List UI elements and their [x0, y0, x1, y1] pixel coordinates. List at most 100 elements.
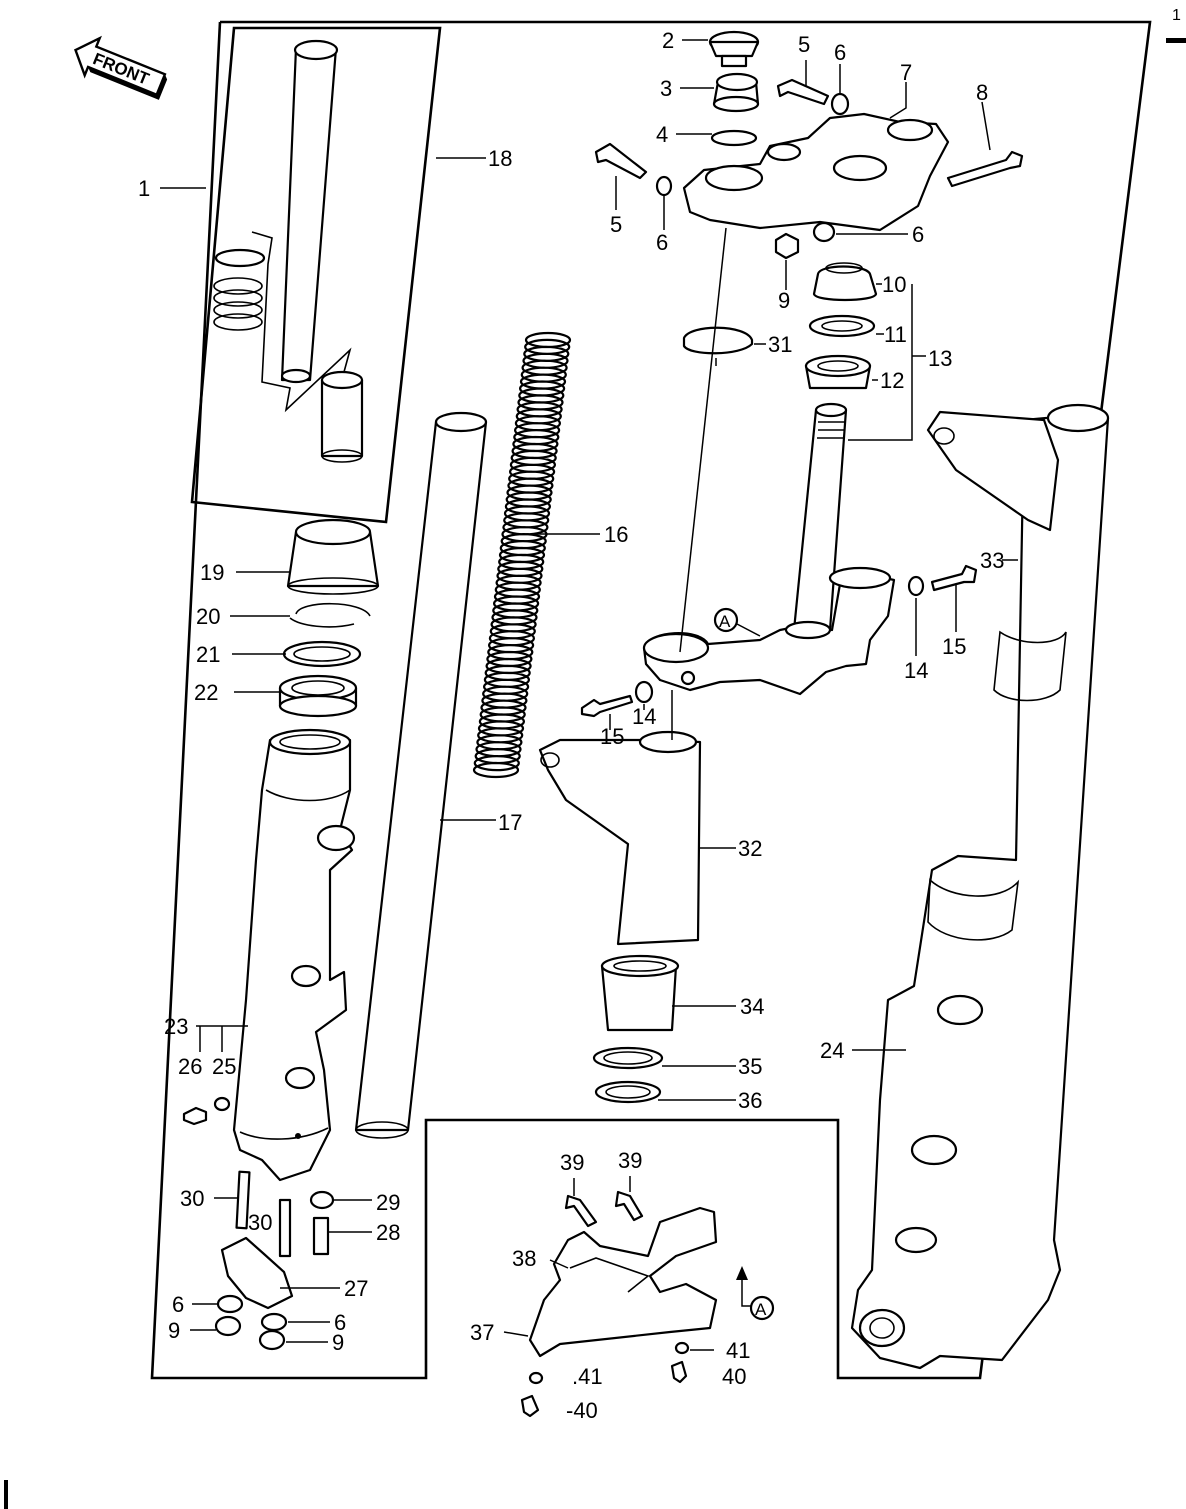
label-25: 25	[212, 1054, 236, 1079]
reference-marker-a-label: A	[755, 1300, 767, 1319]
flat-washer	[260, 1312, 288, 1332]
pinch-bolt	[776, 78, 830, 106]
top-cap	[708, 30, 760, 68]
label-41: .41	[572, 1364, 603, 1389]
oil-seal	[278, 674, 358, 718]
washer	[830, 92, 850, 116]
washer	[907, 575, 925, 597]
corner-bottom-mark	[4, 1480, 8, 1509]
label-28: 28	[376, 1220, 400, 1245]
label-9: 9	[168, 1318, 180, 1343]
hex-nut	[774, 232, 800, 260]
headlight-bracket-left	[538, 730, 702, 946]
cover-gasket	[594, 1080, 662, 1104]
label-21: 21	[196, 642, 220, 667]
label-30: 30	[180, 1186, 204, 1211]
washer	[634, 680, 654, 704]
lower-bearing	[804, 354, 872, 390]
label-13: 13	[928, 346, 952, 371]
pinch-bolt	[594, 142, 648, 180]
dust-seal	[286, 518, 380, 595]
steering-bearing	[812, 262, 878, 302]
label-20: 20	[196, 604, 220, 629]
label-38: 38	[512, 1246, 536, 1271]
label-37: 37	[470, 1320, 494, 1345]
reference-marker-a	[713, 607, 739, 633]
oil-seal-washer	[282, 640, 362, 668]
label-6: 6	[334, 1310, 346, 1335]
label-16: 16	[604, 522, 628, 547]
label-2: 2	[662, 28, 674, 53]
label-9: 9	[332, 1330, 344, 1355]
label-32: 32	[738, 836, 762, 861]
corner-page-mark: 1	[1172, 7, 1181, 24]
label-9: 9	[778, 288, 790, 313]
fender-brace	[528, 1206, 718, 1358]
right-fork-tube	[850, 403, 1110, 1370]
reference-marker-a	[749, 1295, 775, 1321]
washer	[655, 175, 673, 197]
label-1: 1	[138, 176, 150, 201]
axle-cap-bolt	[312, 1216, 330, 1256]
label-27: 27	[344, 1276, 368, 1301]
hex-nut	[214, 1315, 242, 1337]
label-24: 24	[820, 1038, 844, 1063]
lower-bracket	[642, 566, 896, 696]
axle-clamp	[220, 1236, 294, 1310]
label-35: 35	[738, 1054, 762, 1079]
retaining-ring	[289, 602, 371, 628]
label-41: 41	[726, 1338, 750, 1363]
label-3: 3	[660, 76, 672, 101]
label-17: 17	[498, 810, 522, 835]
lower-fork-cover	[600, 954, 680, 1032]
fork-spring	[472, 331, 572, 779]
label-36: 36	[738, 1088, 762, 1113]
fork-top-plug	[712, 72, 760, 113]
label-14: 14	[904, 658, 928, 683]
clamp-bolt	[930, 564, 978, 592]
label-23: 23	[164, 1014, 188, 1039]
leader-lines	[160, 39, 1018, 1351]
front-direction-arrow: FRONT	[73, 35, 168, 100]
label-18: 18	[488, 146, 512, 171]
label-34: 34	[740, 994, 764, 1019]
label-5: 5	[798, 32, 810, 57]
label-40: -40	[566, 1398, 598, 1423]
headlight-bracket-right	[926, 410, 1060, 532]
bearing-race	[808, 314, 876, 338]
o-ring	[710, 129, 758, 147]
label-30: 30	[248, 1210, 272, 1235]
label-11: 11	[884, 322, 907, 347]
part-number-labels: 1 2 3 4 5 6 7 8 5 6 6 9 10 11 12 13 31 1…	[138, 28, 1004, 1423]
label-6: 6	[172, 1292, 184, 1317]
label-5: 5	[610, 212, 622, 237]
steering-bolt	[946, 150, 1024, 188]
drain-screw	[182, 1106, 208, 1126]
stem-washer	[682, 326, 754, 355]
reference-marker-a-label: A	[719, 612, 731, 631]
label-4: 4	[656, 122, 668, 147]
bracket-bolt	[564, 1194, 598, 1228]
label-39: 39	[560, 1150, 584, 1175]
label-12: 12	[880, 368, 904, 393]
clamp-bolt	[580, 694, 634, 718]
label-14: 14	[632, 704, 656, 729]
label-6: 6	[912, 222, 924, 247]
label-33: 33	[980, 548, 1004, 573]
hex-nut	[258, 1329, 286, 1351]
washer	[812, 221, 836, 243]
label-39: 39	[618, 1148, 642, 1173]
axle-clamp-stud	[278, 1198, 292, 1258]
corner-dash	[1166, 38, 1186, 43]
label-29: 29	[376, 1190, 400, 1215]
upper-bracket	[682, 112, 950, 232]
left-outer-tube	[232, 728, 356, 1182]
label-8: 8	[976, 80, 988, 105]
label-19: 19	[200, 560, 224, 585]
label-40: 40	[722, 1364, 746, 1389]
bracket-bolt	[614, 1190, 644, 1222]
damper-rod-assembly	[213, 39, 364, 463]
drain-screw-washer	[213, 1096, 231, 1112]
axle-cap-nut	[309, 1190, 335, 1210]
